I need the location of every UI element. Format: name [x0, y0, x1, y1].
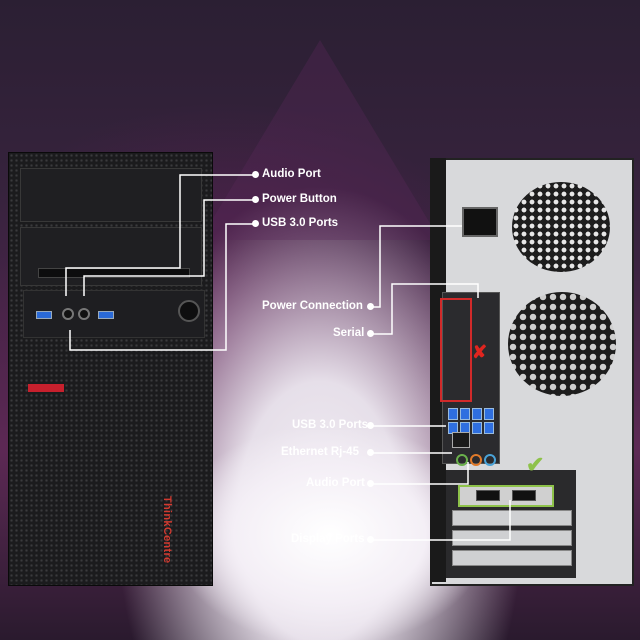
label-front-usb-ports: USB 3.0 Ports — [262, 217, 339, 229]
callout-dot — [367, 303, 374, 310]
serial-highlight-box — [440, 298, 472, 402]
label-power-button: Power Button — [262, 193, 337, 205]
check-mark-icon: ✔ — [526, 452, 545, 477]
rear-case-fan-grille — [508, 292, 616, 396]
rear-power-inlet — [462, 207, 498, 237]
expansion-slot-cover — [452, 510, 572, 526]
rear-usb-port — [472, 422, 482, 434]
callout-line-serial — [370, 283, 479, 335]
rear-tower-frame — [430, 158, 446, 582]
rear-psu-fan-grille — [512, 182, 610, 272]
callout-dot — [367, 480, 374, 487]
rear-usb-port — [484, 422, 494, 434]
front-mic-jack — [78, 308, 90, 320]
rear-usb-port — [472, 408, 482, 420]
label-display-ports: Display Ports — [291, 533, 365, 545]
rear-usb-port — [460, 408, 470, 420]
front-power-button — [178, 300, 200, 322]
rear-ethernet-port — [452, 432, 470, 448]
label-power-connection: Power Connection — [262, 300, 363, 312]
display-port — [476, 490, 500, 501]
callout-line-front-usb — [69, 223, 255, 351]
rear-audio-jack — [470, 454, 482, 466]
callout-dot — [252, 220, 259, 227]
rear-usb-port — [484, 408, 494, 420]
label-serial: Serial — [333, 327, 365, 339]
front-tower — [8, 152, 213, 586]
x-mark-icon: ✘ — [472, 342, 488, 362]
callout-dot — [367, 449, 374, 456]
rear-audio-jack — [484, 454, 496, 466]
front-drive-bay-top — [20, 168, 202, 222]
label-rear-usb-ports: USB 3.0 Ports — [292, 419, 369, 431]
front-io-panel — [23, 290, 205, 338]
callout-line-power-button — [83, 199, 255, 296]
front-usb-port-right — [98, 311, 114, 319]
rear-audio-jack — [456, 454, 468, 466]
front-headphone-jack — [62, 308, 74, 320]
callout-line-rear-audio — [370, 462, 469, 485]
expansion-slot-cover — [452, 530, 572, 546]
expansion-slot-cover — [452, 550, 572, 566]
front-red-accent — [28, 384, 64, 392]
callout-dot — [252, 171, 259, 178]
label-ethernet: Ethernet Rj-45 — [281, 446, 359, 458]
background-triangle-shape — [200, 40, 440, 240]
display-port — [512, 490, 536, 501]
callout-dot — [252, 196, 259, 203]
callout-dot — [367, 536, 374, 543]
callout-line-front-audio — [65, 174, 255, 296]
callout-line-display-ports — [370, 500, 511, 541]
label-rear-audio-port: Audio Port — [306, 477, 365, 489]
callout-dot — [367, 422, 374, 429]
rear-usb-port — [448, 408, 458, 420]
label-front-audio-port: Audio Port — [262, 168, 321, 180]
callout-line-power-connection — [370, 225, 462, 308]
front-usb-port-left — [36, 311, 52, 319]
callout-dot — [367, 330, 374, 337]
